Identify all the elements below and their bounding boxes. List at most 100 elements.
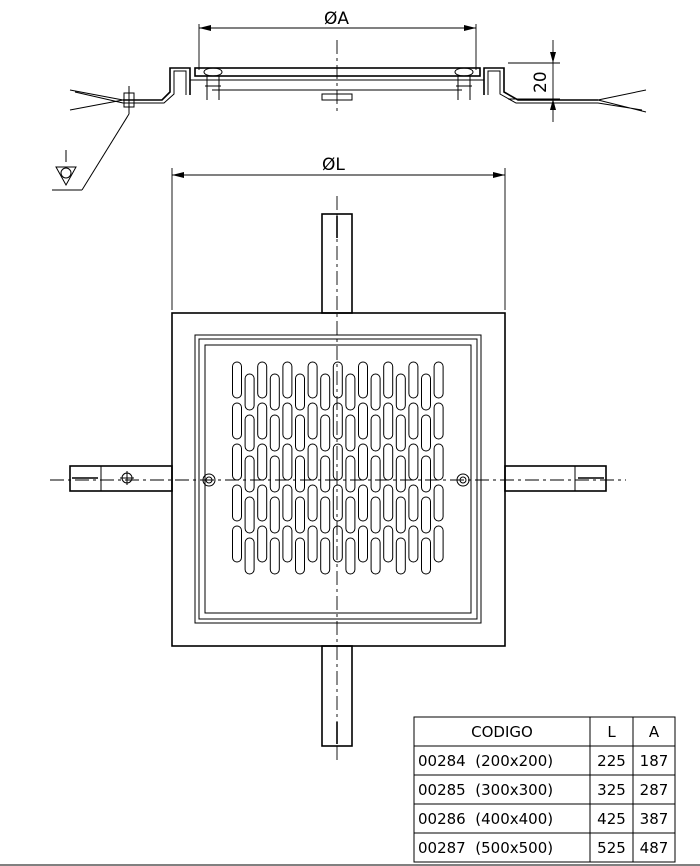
- grate-slot: [358, 361, 368, 399]
- grate-slot: [295, 414, 305, 452]
- grate-slot: [257, 443, 268, 481]
- grate-slot: [282, 484, 293, 522]
- grate-slot: [232, 525, 242, 563]
- grate-slot: [244, 455, 255, 493]
- grate-slot: [257, 484, 268, 522]
- grate-slot: [295, 496, 305, 534]
- grate-slot: [320, 414, 331, 452]
- grate-slots: [232, 361, 444, 575]
- grate-slot: [358, 402, 368, 440]
- height-label: 20: [531, 71, 551, 93]
- screw-left: [203, 67, 223, 100]
- grate-slot: [433, 484, 444, 522]
- table-cell: 525: [597, 839, 626, 857]
- grate-slot: [370, 537, 381, 575]
- grate-slot: [408, 402, 419, 440]
- grate-slot: [282, 361, 293, 399]
- grate-slot: [345, 496, 356, 534]
- grate-slot: [232, 443, 242, 481]
- grate-slot: [257, 402, 268, 440]
- plan-view: ØL: [50, 155, 626, 760]
- grate-slot: [433, 361, 444, 399]
- grate-slot: [332, 525, 343, 563]
- grate-slot: [345, 537, 356, 575]
- grate-slot: [269, 373, 280, 411]
- table-cell: 487: [640, 839, 669, 857]
- grate-slot: [395, 455, 406, 493]
- grate-slot: [307, 525, 318, 563]
- frame-profile-right: [483, 67, 598, 101]
- grate-slot: [345, 414, 356, 452]
- grate-slot: [433, 443, 444, 481]
- table-cell: 00287 (500x500): [418, 839, 553, 857]
- diameter-a-label: ØA: [324, 9, 349, 29]
- grate-slot: [383, 443, 394, 481]
- weld-symbol: [52, 113, 130, 191]
- table-cell: 00285 (300x300): [418, 781, 553, 799]
- grate-slot: [232, 484, 242, 522]
- frame-profile-left: [123, 67, 191, 101]
- table-cell: 00286 (400x400): [418, 810, 553, 828]
- table-header-cell: CODIGO: [471, 723, 533, 741]
- grate-slot: [421, 496, 431, 534]
- grate-slot: [244, 537, 255, 575]
- grate-slot: [307, 484, 318, 522]
- grate-slot: [269, 537, 280, 575]
- grate-slot: [383, 525, 394, 563]
- grate-slot: [282, 525, 293, 563]
- grate-slot: [282, 402, 293, 440]
- grate-slot: [433, 525, 444, 563]
- grate-slot: [345, 373, 356, 411]
- table-cell: 225: [597, 752, 626, 770]
- grate-slot: [370, 414, 381, 452]
- grate-slot: [383, 361, 394, 399]
- table-cell: 425: [597, 810, 626, 828]
- grate-slot: [408, 484, 419, 522]
- grate-slot: [408, 361, 419, 399]
- section-view: ØA 20: [52, 9, 647, 191]
- grate-plate: [194, 67, 481, 77]
- grate-slot: [232, 361, 242, 399]
- grate-slot: [320, 455, 331, 493]
- anchor-right: [504, 465, 607, 492]
- grate-slot: [307, 443, 318, 481]
- grate-slot: [395, 537, 406, 575]
- grate-slot: [370, 373, 381, 411]
- grate-outline: [194, 334, 482, 624]
- grate-slot: [269, 455, 280, 493]
- grate-slot: [232, 402, 242, 440]
- grate-slot: [370, 496, 381, 534]
- grate-slot: [332, 402, 343, 440]
- grate-slot: [395, 414, 406, 452]
- grate-slot: [320, 537, 331, 575]
- grate-slot: [395, 496, 406, 534]
- anchor-left: [69, 465, 173, 492]
- grate-slot: [421, 455, 431, 493]
- grate-slot: [421, 373, 431, 411]
- table-header-cell: L: [607, 723, 616, 741]
- grate-slot: [244, 414, 255, 452]
- grate-slot: [345, 455, 356, 493]
- grate-slot: [421, 537, 431, 575]
- grate-slot: [395, 373, 406, 411]
- table-cell: 00284 (200x200): [418, 752, 553, 770]
- grate-slot: [370, 455, 381, 493]
- grate-slot: [433, 402, 444, 440]
- grate-slot: [408, 443, 419, 481]
- grate-slot: [307, 361, 318, 399]
- grate-slot: [358, 443, 368, 481]
- grate-slot: [332, 361, 343, 399]
- grate-slot: [257, 525, 268, 563]
- grate-slot: [421, 414, 431, 452]
- screw-right: [454, 67, 474, 100]
- grate-slot: [383, 402, 394, 440]
- grate-slot: [282, 443, 293, 481]
- diameter-l-label: ØL: [322, 155, 345, 175]
- grate-slot: [295, 537, 305, 575]
- table-cell: 387: [640, 810, 669, 828]
- grate-slot: [332, 484, 343, 522]
- grate-slot: [383, 484, 394, 522]
- grate-slot: [269, 414, 280, 452]
- grate-slot: [269, 496, 280, 534]
